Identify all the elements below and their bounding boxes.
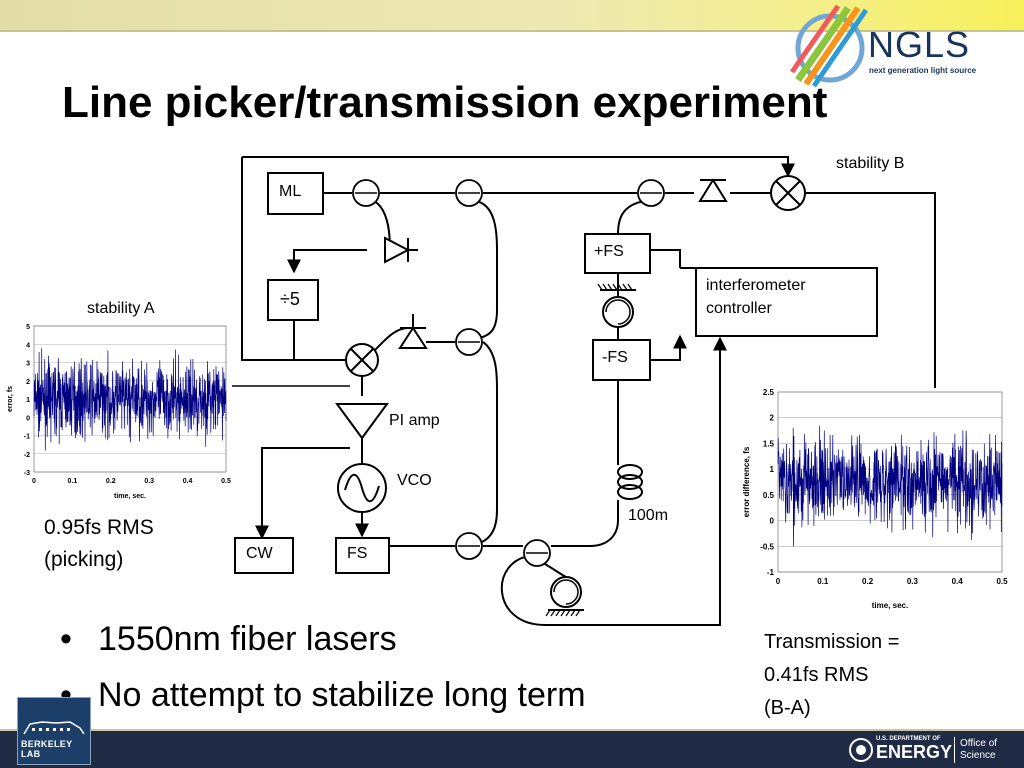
stability-b-label: stability B — [836, 155, 905, 172]
ml-box — [267, 172, 324, 215]
transmission-line3: (B-A) — [764, 697, 811, 719]
x-tick-label: 0.2 — [106, 478, 116, 485]
y-axis-label: error difference, fs — [742, 446, 751, 517]
fiber-length-label: 100m — [628, 507, 669, 524]
slide-title: Line picker/transmission experiment — [62, 78, 828, 127]
photodiode-icon — [384, 236, 418, 264]
footer-band — [0, 731, 1024, 768]
noise-series-line — [33, 348, 227, 451]
footer-divider — [0, 729, 1024, 731]
ml-label: ML — [279, 183, 302, 200]
x-axis-label: time, sec. — [114, 493, 146, 500]
y-tick-label: 0 — [770, 517, 775, 526]
y-tick-label: 1.5 — [763, 439, 775, 448]
berkeley-lab-icon — [23, 721, 85, 735]
x-tick-label: 0.4 — [183, 478, 193, 485]
divider-label: ÷5 — [280, 289, 300, 309]
x-axis-label: time, sec. — [872, 601, 908, 610]
fs-box — [335, 537, 390, 574]
y-tick-label: 4 — [26, 342, 30, 349]
photodiode-icon — [398, 314, 428, 349]
pi-amp-icon — [335, 403, 389, 440]
x-tick-label: 0 — [32, 478, 36, 485]
x-tick-label: 0.1 — [817, 577, 829, 586]
vco-label: VCO — [397, 472, 432, 489]
y-tick-label: -2 — [24, 452, 30, 459]
office-line2: Science — [960, 750, 996, 761]
y-tick-label: 0 — [26, 415, 30, 422]
divider-box — [267, 279, 319, 321]
y-tick-label: 2.5 — [763, 388, 775, 397]
ngls-tagline: next generation light source — [869, 66, 977, 75]
cw-label: CW — [246, 545, 273, 562]
x-tick-label: 0 — [776, 577, 781, 586]
interferometer-label-line1: interferometer — [706, 277, 806, 294]
mixer-icon — [770, 175, 806, 211]
bullet-item: •1550nm fiber lasers — [60, 620, 397, 658]
x-tick-label: 0.5 — [996, 577, 1008, 586]
x-tick-label: 0.5 — [221, 478, 231, 485]
interferometer-label-line2: controller — [706, 300, 772, 317]
y-tick-label: 2 — [770, 414, 775, 423]
ngls-logo-text: NGLS — [868, 24, 971, 65]
berkeley-lab-logo: BERKELEY LAB — [17, 697, 91, 765]
header-divider — [0, 30, 1024, 32]
y-tick-label: -3 — [24, 470, 30, 477]
x-tick-label: 0.3 — [144, 478, 154, 485]
transmission-line2: 0.41fs RMS — [764, 664, 869, 686]
y-tick-label: 5 — [26, 324, 30, 331]
picking-rms: 0.95fs RMS — [44, 516, 154, 539]
y-tick-label: -0.5 — [760, 542, 774, 551]
y-tick-label: 3 — [26, 361, 30, 368]
doe-divider — [954, 737, 955, 763]
mixer-icon — [345, 343, 379, 377]
berkeley-lab-text: BERKELEY LAB — [21, 739, 73, 759]
doe-small-text: U.S. DEPARTMENT OF — [876, 736, 941, 742]
y-tick-label: 1 — [26, 397, 30, 404]
x-tick-label: 0.1 — [68, 478, 78, 485]
minus-fs-label: -FS — [602, 349, 628, 366]
y-tick-label: 1 — [770, 465, 775, 474]
doe-energy-text: ENERGY — [876, 742, 953, 762]
y-tick-label: -1 — [24, 434, 30, 441]
vco-icon — [337, 463, 387, 513]
transmission-line1: Transmission = — [764, 631, 900, 653]
y-tick-label: 0.5 — [763, 491, 775, 500]
minus-fs-box — [592, 339, 651, 381]
plus-fs-box — [584, 233, 651, 274]
plus-fs-label: +FS — [594, 243, 624, 260]
x-tick-label: 0.2 — [862, 577, 874, 586]
fiber-stretcher-icon — [597, 273, 636, 340]
y-axis-label: error, fs — [7, 386, 14, 412]
x-tick-label: 0.3 — [907, 577, 919, 586]
ngls-logo-icon — [789, 4, 868, 88]
fiber-spool-icon — [617, 464, 643, 500]
office-line1: Office of — [960, 738, 998, 749]
stability-a-label: stability A — [87, 300, 155, 317]
interferometer-box — [695, 267, 878, 337]
pi-amp-label: PI amp — [389, 412, 440, 429]
photodiode-icon — [698, 178, 728, 202]
x-tick-label: 0.4 — [952, 577, 964, 586]
fs-label: FS — [347, 545, 368, 562]
picking-note: (picking) — [44, 548, 124, 571]
y-tick-label: 2 — [26, 379, 30, 386]
doe-seal-icon — [849, 738, 873, 762]
y-tick-label: -1 — [767, 568, 775, 577]
fiber-stretcher-icon — [544, 563, 584, 617]
noise-series-line — [777, 425, 1003, 547]
cw-box — [234, 537, 294, 574]
bullet-item: •No attempt to stabilize long term — [60, 676, 586, 714]
